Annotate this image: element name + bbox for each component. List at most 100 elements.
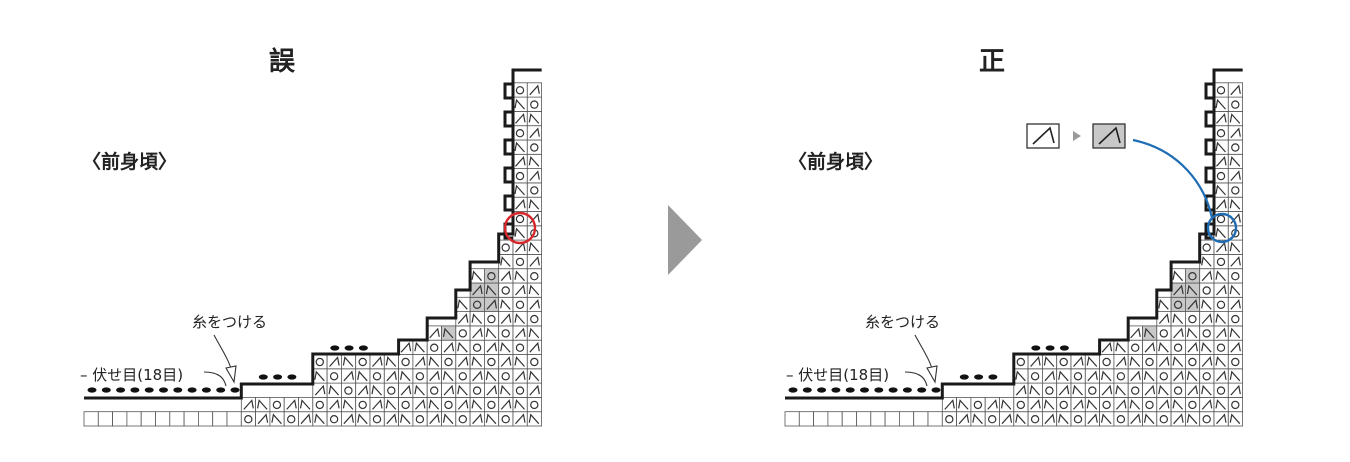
stitch-cell <box>941 411 957 427</box>
yarn-pointer-arrow-icon <box>926 365 938 384</box>
stitch-cell <box>469 382 485 398</box>
stitch-cell <box>1170 382 1186 398</box>
bind-off-dot-icon <box>287 374 297 380</box>
stitch-cell <box>441 396 457 413</box>
wrong-title: 誤 <box>269 46 296 77</box>
stitch-cell <box>1227 96 1244 112</box>
stitch-cell <box>455 325 471 341</box>
bind-off-dot-icon <box>817 387 827 393</box>
stitch-cell <box>169 411 185 427</box>
stitch-cell <box>784 411 800 427</box>
stitch-cell <box>1185 354 1201 370</box>
bind-off-dot-icon <box>230 387 240 393</box>
stitch-cell <box>1170 296 1186 312</box>
stitch-grid <box>83 82 542 427</box>
shaded-decrease-symbol-icon <box>1092 123 1126 149</box>
stitch-cell <box>269 396 285 413</box>
stitch-cell <box>1185 396 1201 413</box>
stitch-cell <box>483 311 500 327</box>
stitch-grid <box>784 82 1244 427</box>
stitch-cell <box>1056 396 1072 413</box>
bind-off-dot-icon <box>917 387 927 393</box>
neck-edge-outline <box>503 68 542 240</box>
stitch-cell <box>1213 253 1229 270</box>
bind-off-label: – 伏せ目(18目) <box>80 366 183 384</box>
bind-off-dot-icon <box>144 387 154 393</box>
stitch-cell <box>426 382 442 398</box>
stitch-cell <box>383 382 399 398</box>
plain-decrease-symbol-icon <box>1026 123 1060 149</box>
attach-yarn-label: 糸をつける <box>865 313 940 331</box>
stitch-cell <box>398 396 414 413</box>
stitch-cell <box>197 411 214 427</box>
yarn-pointer-line <box>213 334 233 373</box>
stitch-cell <box>970 396 986 413</box>
stitch-cell <box>526 268 542 284</box>
bind-off-dot-icon <box>802 387 812 393</box>
stitch-cell <box>813 411 829 427</box>
bind-off-dot-icon <box>988 374 998 380</box>
stitch-cell <box>984 411 1000 427</box>
stitch-cell <box>412 411 428 427</box>
stitch-cell <box>1113 368 1129 384</box>
stitch-cell <box>1099 354 1115 370</box>
stitch-cell <box>1084 382 1101 398</box>
stitch-cell <box>112 411 128 427</box>
stitch-cell <box>83 411 99 427</box>
bind-off-dot-icon <box>831 387 841 393</box>
stitch-cell <box>398 354 414 370</box>
bind-off-dot-icon <box>187 387 197 393</box>
stitch-cell <box>884 411 900 427</box>
stitch-cell <box>1213 125 1229 141</box>
stitch-cell <box>1127 339 1143 355</box>
stitch-cell <box>1213 82 1229 98</box>
stitch-cell <box>455 411 471 427</box>
stitch-cell <box>498 239 514 255</box>
stitch-cell <box>1156 325 1172 341</box>
bind-off-dot-icon <box>130 387 140 393</box>
stitch-cell <box>498 325 514 341</box>
stitch-cell <box>469 339 485 355</box>
bind-off-dot-icon <box>258 374 268 380</box>
stitch-cell <box>1056 354 1072 370</box>
stitch-cell <box>1213 339 1229 355</box>
stitch-cell <box>1199 239 1215 255</box>
stitch-cell <box>1185 311 1201 327</box>
stitch-cell <box>1070 411 1086 427</box>
bind-off-dot-icon <box>902 387 912 393</box>
stitch-cell <box>512 125 528 141</box>
small-arrow-icon <box>1073 131 1081 141</box>
stitch-cell <box>1227 268 1244 284</box>
stitch-cell <box>140 411 156 427</box>
stitch-cell <box>512 168 528 184</box>
callout-line <box>1132 138 1214 219</box>
stitch-cell <box>212 411 228 427</box>
bind-off-dot-icon <box>888 387 898 393</box>
stitch-cell <box>841 411 857 427</box>
bind-off-dot-icon <box>116 387 126 393</box>
stitch-cell <box>441 354 457 370</box>
stitch-cell <box>512 339 528 355</box>
stitch-cell <box>512 296 528 312</box>
stitch-cell <box>1185 268 1201 284</box>
bind-off-dot-icon <box>273 374 283 380</box>
stitch-cell <box>1156 368 1172 384</box>
bind-off-dot-icon <box>101 387 111 393</box>
correct-highlight-circle <box>1206 212 1238 244</box>
bind-off-label: – 伏せ目(18目) <box>786 366 889 384</box>
stitch-cell <box>483 354 500 370</box>
stitch-cell <box>927 411 943 427</box>
stitch-cell <box>1213 382 1229 398</box>
stitch-cell <box>97 411 114 427</box>
stitch-cell <box>827 411 843 427</box>
front-body-label: 〈前身頃〉 <box>788 150 883 173</box>
bind-off-dot-icon <box>87 387 97 393</box>
stitch-cell <box>326 368 342 384</box>
stitch-cell <box>1027 368 1043 384</box>
yarn-pointer-line <box>914 334 934 373</box>
shaping-outline <box>785 68 1243 400</box>
stitch-cell <box>183 411 199 427</box>
stitch-cell <box>1199 325 1215 341</box>
stitch-cell <box>226 411 242 427</box>
stitch-cell <box>483 268 500 284</box>
